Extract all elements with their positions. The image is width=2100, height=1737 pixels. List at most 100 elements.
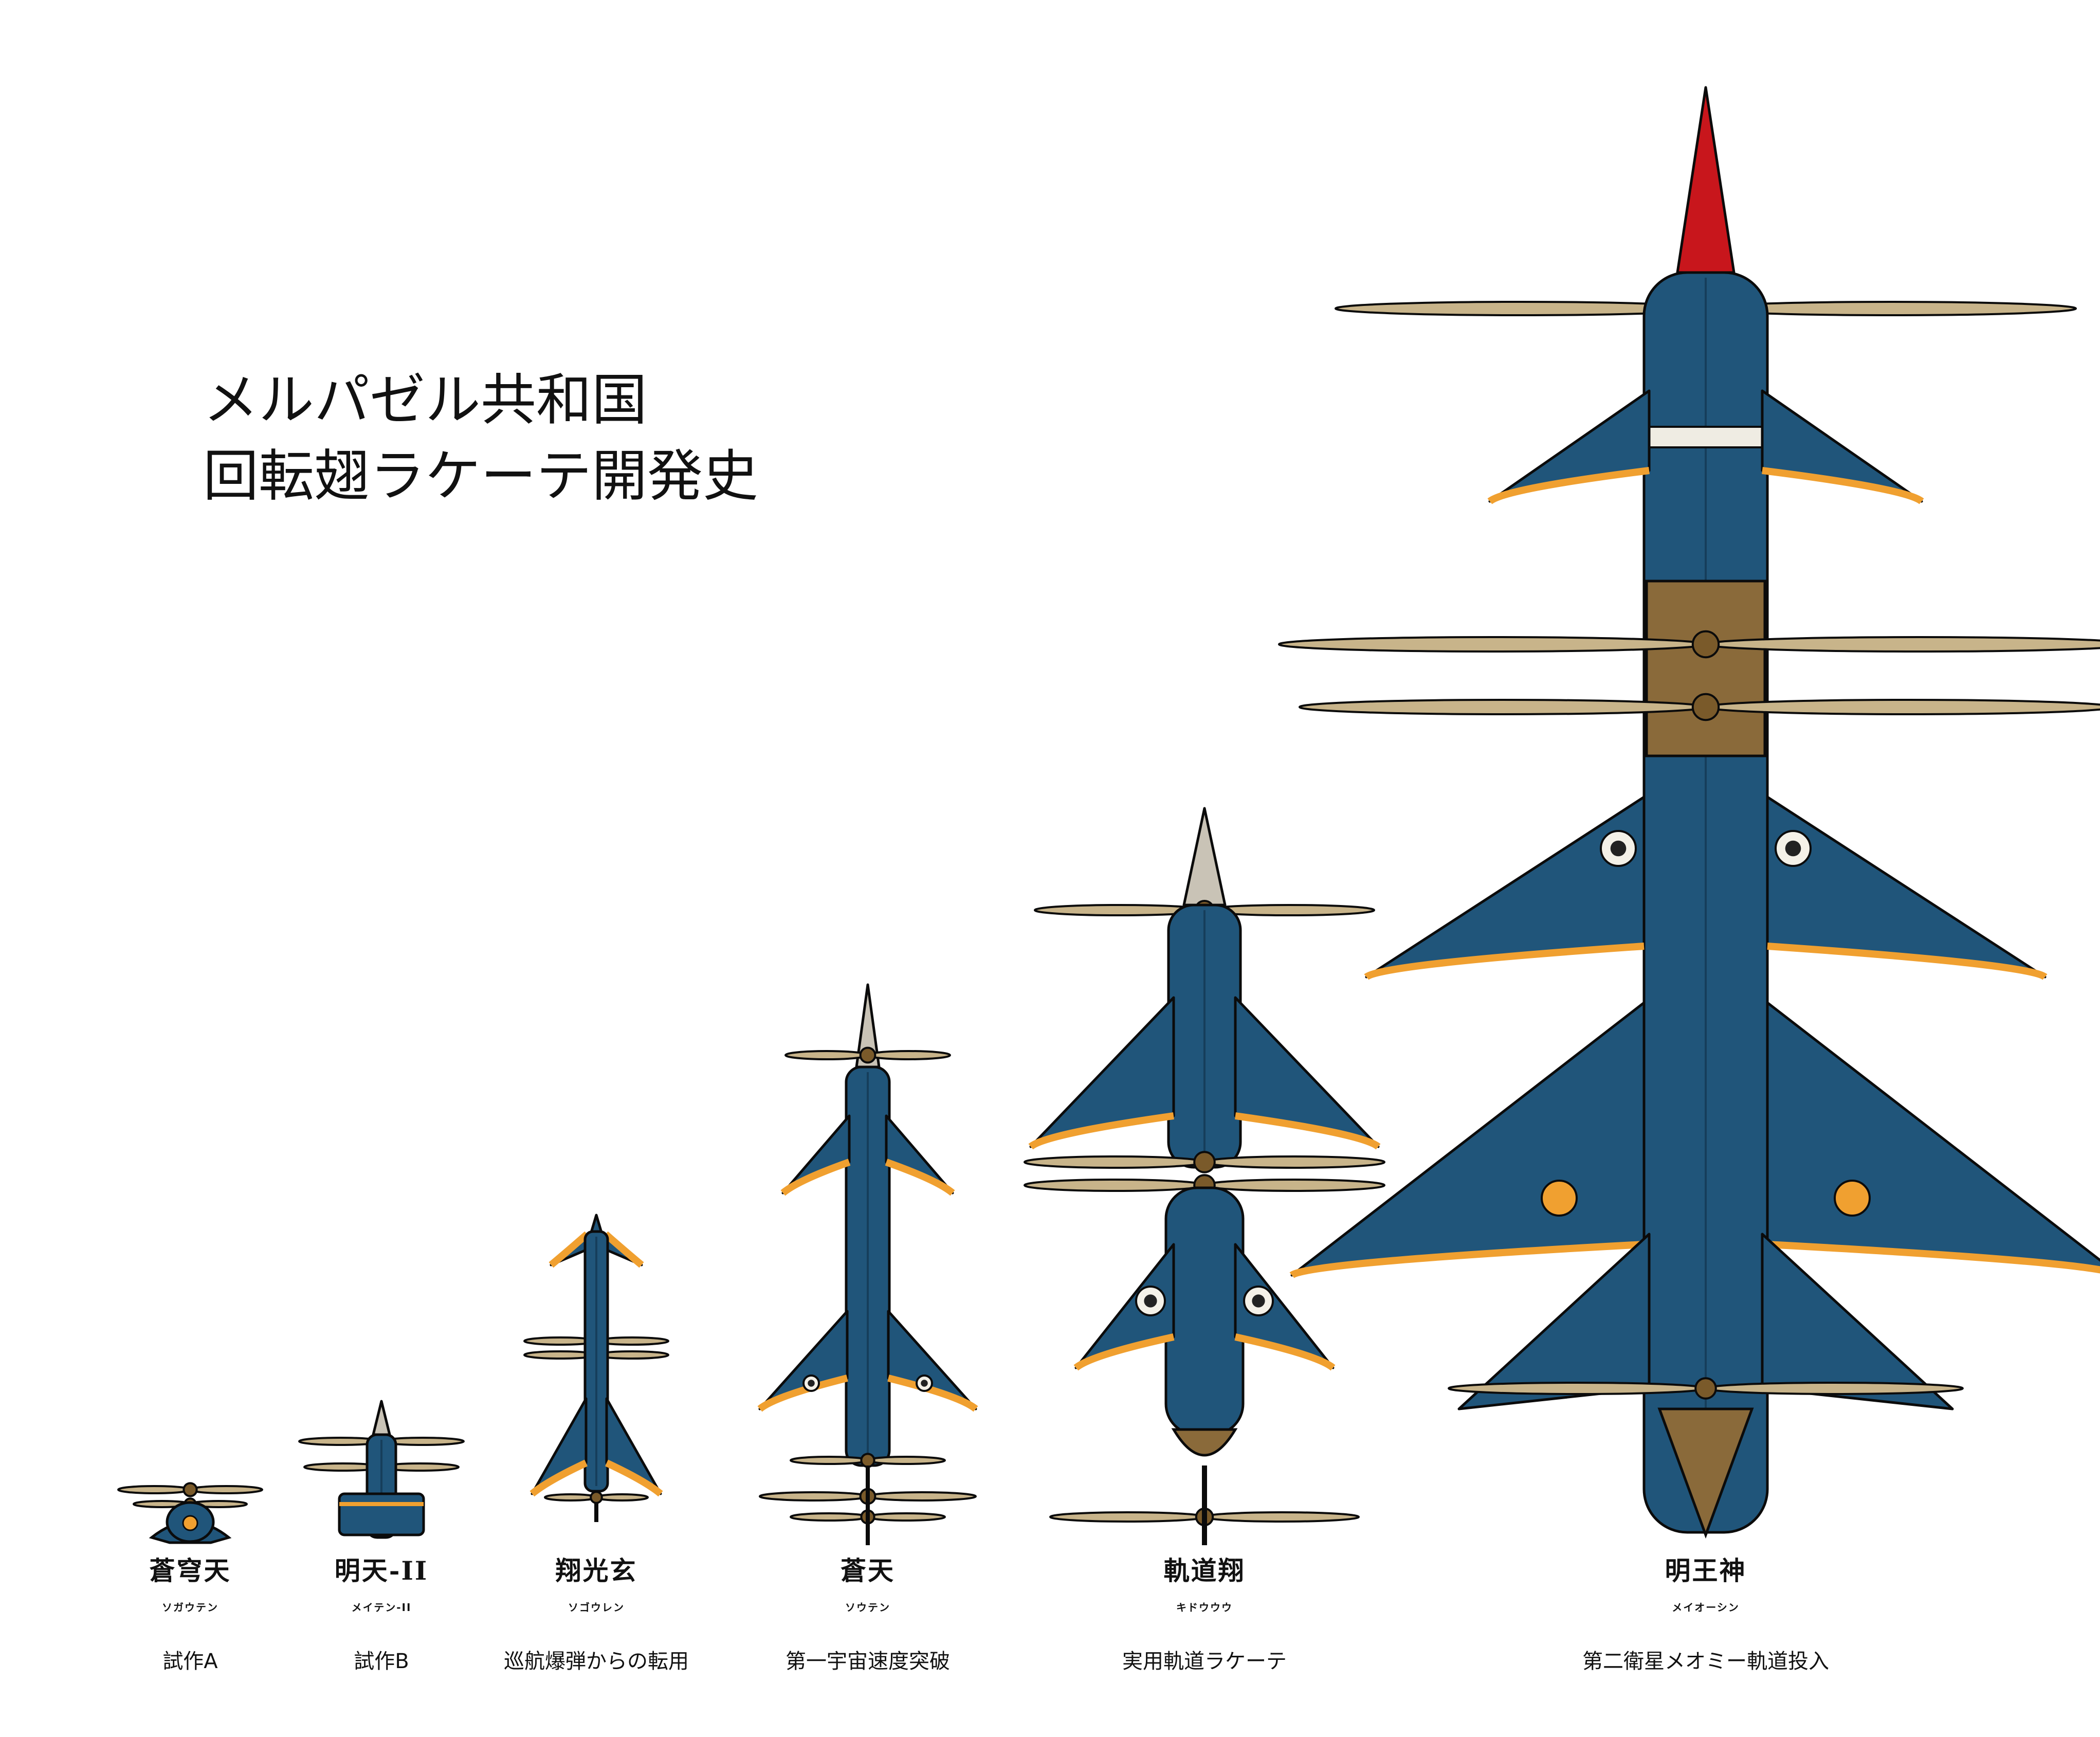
fin [1761, 1233, 1954, 1410]
roundel-center [1144, 1294, 1157, 1308]
nose-cone [372, 1400, 391, 1436]
rotor-blade [1203, 1179, 1385, 1192]
rotor-hub [860, 1453, 875, 1468]
rocket-kidouu [1024, 807, 1385, 1545]
rocket-description: 実用軌道ラケーテ [1122, 1650, 1287, 1673]
rotor-hub [182, 1482, 198, 1497]
wing-accent [1234, 1333, 1336, 1371]
wing-insignia [1541, 1180, 1578, 1217]
roundel-center [1610, 840, 1627, 857]
wing-accent [1767, 1241, 2100, 1274]
roundel-center [1252, 1294, 1265, 1308]
rotor-blade [189, 1485, 263, 1494]
wing-accent [605, 1459, 663, 1497]
wing-accent [1235, 1112, 1381, 1150]
rocket-name: 翔光玄 [555, 1555, 637, 1586]
rotor-blade [784, 1050, 869, 1060]
rocket-meiooshin [1278, 86, 2100, 1539]
rotor-hub [1691, 693, 1720, 721]
rocket-description: 試作B [354, 1650, 409, 1673]
wing-accent [1762, 467, 1924, 504]
rotor-blade [1049, 1511, 1206, 1523]
rocket-name: 明王神 [1665, 1555, 1747, 1586]
wing-accent [1073, 1333, 1175, 1371]
rotor-blade [1705, 1382, 1964, 1395]
rocket-reading: メイテン-II [351, 1601, 412, 1614]
rotor-blade [544, 1493, 597, 1501]
wing-accent [529, 1459, 588, 1497]
rotor-blade [1705, 636, 2100, 653]
rotor-blade [867, 1050, 951, 1060]
rocket-sogauten [117, 1482, 263, 1544]
wing-accent [780, 1159, 851, 1196]
rocket-description: 巡航爆弾からの転用 [504, 1650, 689, 1673]
roundel-center [1785, 840, 1801, 857]
rotor-blade [867, 1491, 977, 1501]
wing-accent [1364, 943, 1645, 980]
wing-accent [1028, 1112, 1174, 1150]
lower-stage [1164, 1186, 1245, 1436]
rocket-souten [757, 983, 978, 1545]
rotor-blade [790, 1456, 869, 1465]
rocket-reading: ソガウテン [162, 1601, 218, 1614]
title-line-1: メルパゼル共和国 [203, 368, 648, 432]
wing-accent [1487, 467, 1650, 504]
rotor-blade [867, 1456, 946, 1465]
page-title: メルパゼル共和国 回転翅ラケーテ開発史 [203, 363, 758, 515]
hull-detail [182, 1515, 198, 1531]
rotor-hub [590, 1491, 603, 1504]
wing [781, 1114, 851, 1195]
rotor-blade [1299, 699, 1707, 715]
wing-insignia [1834, 1180, 1871, 1217]
nose-cone [1676, 86, 1736, 274]
rotor-blade [117, 1485, 191, 1494]
rotor-hub [859, 1046, 876, 1064]
rotor-blade [867, 1512, 946, 1522]
rotor-hub [1694, 1377, 1717, 1400]
rocket-name: 明天-II [334, 1555, 429, 1586]
rotor-blade [1278, 636, 1707, 653]
wing [338, 1492, 425, 1536]
rotor-hub [1691, 630, 1720, 659]
wing-accent [757, 1374, 848, 1412]
rotor-blade [1024, 1179, 1206, 1192]
rotor-blade [1448, 1382, 1707, 1395]
rotor-blade [1203, 1155, 1385, 1169]
interstage [1645, 580, 1766, 757]
roundel-center [808, 1380, 815, 1387]
wing-accent [549, 1231, 590, 1268]
rocket-meiten-ii [298, 1400, 465, 1539]
wing-accent [1289, 1241, 1645, 1278]
rotor-blade [790, 1512, 869, 1522]
wing-accent [885, 1159, 955, 1196]
wing-accent [603, 1231, 644, 1268]
wing-accent [887, 1374, 978, 1412]
rocket-reading: ソゴウレン [568, 1601, 625, 1614]
rotor-blade [759, 1491, 869, 1501]
wing [1290, 1001, 1646, 1277]
rocket-description: 第二衛星メオミー軌道投入 [1582, 1650, 1829, 1673]
nose-cone [1182, 807, 1227, 907]
wing-accent [1767, 943, 2048, 980]
rocket-description: 試作A [162, 1650, 218, 1673]
rocket-sogouren [523, 1214, 669, 1522]
rocket-name: 蒼穹天 [149, 1555, 231, 1586]
fin [1457, 1233, 1651, 1410]
title-line-2: 回転翅ラケーテ開発史 [203, 444, 759, 509]
rotor-blade [1203, 1511, 1360, 1523]
engine-bell [1657, 1407, 1754, 1539]
rocket-reading: メイオーシン [1672, 1601, 1740, 1614]
engine-bell [1171, 1428, 1238, 1457]
rotor-blade [595, 1493, 649, 1501]
rotor-blade [1705, 699, 2100, 715]
rocket-name: 蒼天 [841, 1555, 895, 1586]
rocket-name: 軌道翔 [1163, 1555, 1246, 1586]
hull-band [1648, 426, 1763, 448]
wing [1766, 1001, 2100, 1271]
wing [885, 1114, 954, 1195]
rotor-hub [1193, 1151, 1216, 1173]
rocket-reading: キドウウウ [1176, 1601, 1233, 1614]
rotor-blade [1024, 1155, 1206, 1169]
roundel-center [921, 1380, 928, 1387]
rocket-reading: ソウテン [845, 1601, 890, 1614]
